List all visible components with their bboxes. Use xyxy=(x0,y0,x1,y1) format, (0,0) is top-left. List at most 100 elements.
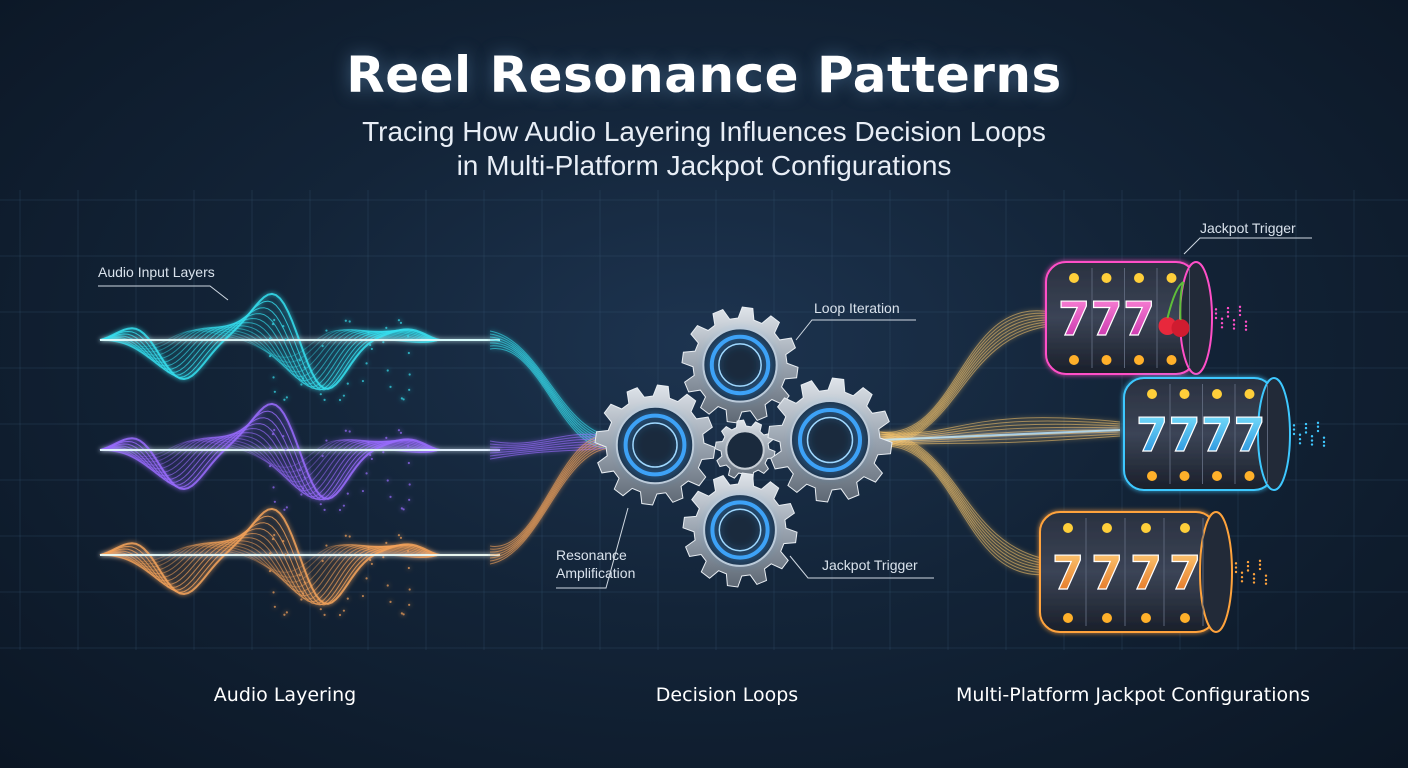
reel-sparkle xyxy=(1220,321,1224,325)
reel-sparkle xyxy=(1246,569,1250,572)
bell-icon xyxy=(1069,355,1079,365)
reel-sparkle xyxy=(1214,316,1218,320)
wave-particle xyxy=(273,605,276,608)
flow-into-gears xyxy=(489,336,611,441)
wave-particle xyxy=(298,359,301,362)
flow-into-gears xyxy=(489,339,611,443)
wave-particle xyxy=(408,483,411,486)
flow-into-reels xyxy=(879,443,1051,573)
gear-bottom xyxy=(682,472,798,588)
wave-particle xyxy=(272,376,275,379)
reel-sparkle xyxy=(1258,559,1262,563)
wave-particle xyxy=(268,464,272,468)
wave-particle xyxy=(370,457,373,461)
wave-particle xyxy=(406,334,410,338)
gear-top-inner-ring xyxy=(718,343,762,387)
wave-particle xyxy=(325,544,328,547)
bell-icon xyxy=(1101,355,1112,365)
wave-particle xyxy=(268,447,272,450)
flow-into-gears xyxy=(489,441,611,451)
reel-sparkle xyxy=(1316,425,1320,428)
wave-particle xyxy=(408,588,411,591)
wave-particle xyxy=(361,379,365,383)
leader-jackpot-trigger-reels xyxy=(1183,237,1312,255)
wave-particle xyxy=(272,486,275,489)
wave-particle xyxy=(402,398,405,401)
wave-particle xyxy=(369,453,372,457)
decision-loop-gears xyxy=(594,306,893,588)
reel-sparkle xyxy=(1304,426,1308,430)
wave-particle xyxy=(408,373,411,376)
wave-particle xyxy=(361,594,365,598)
reel-sparkle xyxy=(1298,442,1302,445)
wave-particle xyxy=(273,533,276,537)
wave-particle xyxy=(342,504,346,507)
gear-bottom-inner-ring xyxy=(718,508,762,552)
wave-particle xyxy=(408,498,411,501)
wave-particle xyxy=(298,469,301,472)
audio-wave-purple xyxy=(99,427,488,498)
wave-particle xyxy=(268,552,272,555)
reel-sparkle xyxy=(1232,319,1236,322)
wave-particle xyxy=(367,546,370,549)
wave-particle xyxy=(323,613,326,616)
wave-particle xyxy=(346,597,349,600)
audio-wave-orange xyxy=(99,528,488,605)
reel-sparkle xyxy=(1252,573,1256,576)
wave-particle xyxy=(338,613,342,617)
page-subtitle-line2: in Multi-Platform Jackpot Configurations xyxy=(456,150,952,181)
reel-symbol-seven: 7 xyxy=(1130,546,1162,600)
bell-icon xyxy=(1212,471,1222,481)
page-subtitle-line1: Tracing How Audio Layering Influences De… xyxy=(362,116,1046,147)
bell-icon xyxy=(1063,523,1073,533)
reel-sparkle xyxy=(1214,308,1218,311)
reel-sparkle xyxy=(1316,429,1320,433)
bell-icon xyxy=(1147,471,1157,481)
flow-into-gears xyxy=(489,435,611,547)
flow-into-gears xyxy=(489,445,611,457)
reel-sparkle xyxy=(1234,570,1238,574)
reel-symbol-seven: 7 xyxy=(1091,546,1123,600)
reel-sparkle xyxy=(1234,566,1238,569)
callout-loop-iteration: Loop Iteration xyxy=(814,300,900,316)
flow-into-gears xyxy=(489,447,611,460)
gear-right-glow-ring xyxy=(798,408,862,472)
flow-into-gears xyxy=(489,438,611,448)
wave-particle xyxy=(282,325,285,328)
wave-particle xyxy=(283,398,286,401)
cherry-stem xyxy=(1166,281,1185,321)
flow-into-gears xyxy=(489,439,611,553)
leader-loop-iteration xyxy=(795,319,916,341)
wave-particle xyxy=(342,394,346,397)
reel-sparkle xyxy=(1298,433,1302,436)
reel-sparkle xyxy=(1258,563,1262,566)
wave-particle xyxy=(348,320,351,323)
wave-particle xyxy=(285,396,288,399)
bell-icon xyxy=(1180,523,1190,533)
wave-particle xyxy=(268,354,272,358)
reel-sparkle xyxy=(1252,577,1256,580)
bell-icon xyxy=(1102,523,1112,533)
flow-into-gears xyxy=(489,443,611,559)
flow-into-reels xyxy=(879,417,1121,434)
wave-particle xyxy=(301,592,305,595)
reel-sparkle xyxy=(1292,432,1296,436)
wave-particle xyxy=(361,489,365,493)
reel-sparkle xyxy=(1292,424,1296,427)
wave-particle xyxy=(271,537,275,541)
wave-particle xyxy=(397,534,401,537)
wave-particle xyxy=(367,441,370,444)
flow-into-gears xyxy=(489,330,611,437)
flow-into-reels xyxy=(879,420,1121,436)
bell-icon xyxy=(1244,389,1255,399)
callout-leaders xyxy=(98,237,1312,589)
cherry-icon xyxy=(1171,319,1190,337)
wave-particle xyxy=(406,549,410,553)
reel-sparkle xyxy=(1232,327,1236,330)
wave-particle xyxy=(385,326,388,329)
gear-bottom-hub xyxy=(703,493,777,567)
reel-sparkle xyxy=(1238,305,1242,309)
bell-icon xyxy=(1101,273,1112,283)
wave-particle xyxy=(301,487,305,490)
